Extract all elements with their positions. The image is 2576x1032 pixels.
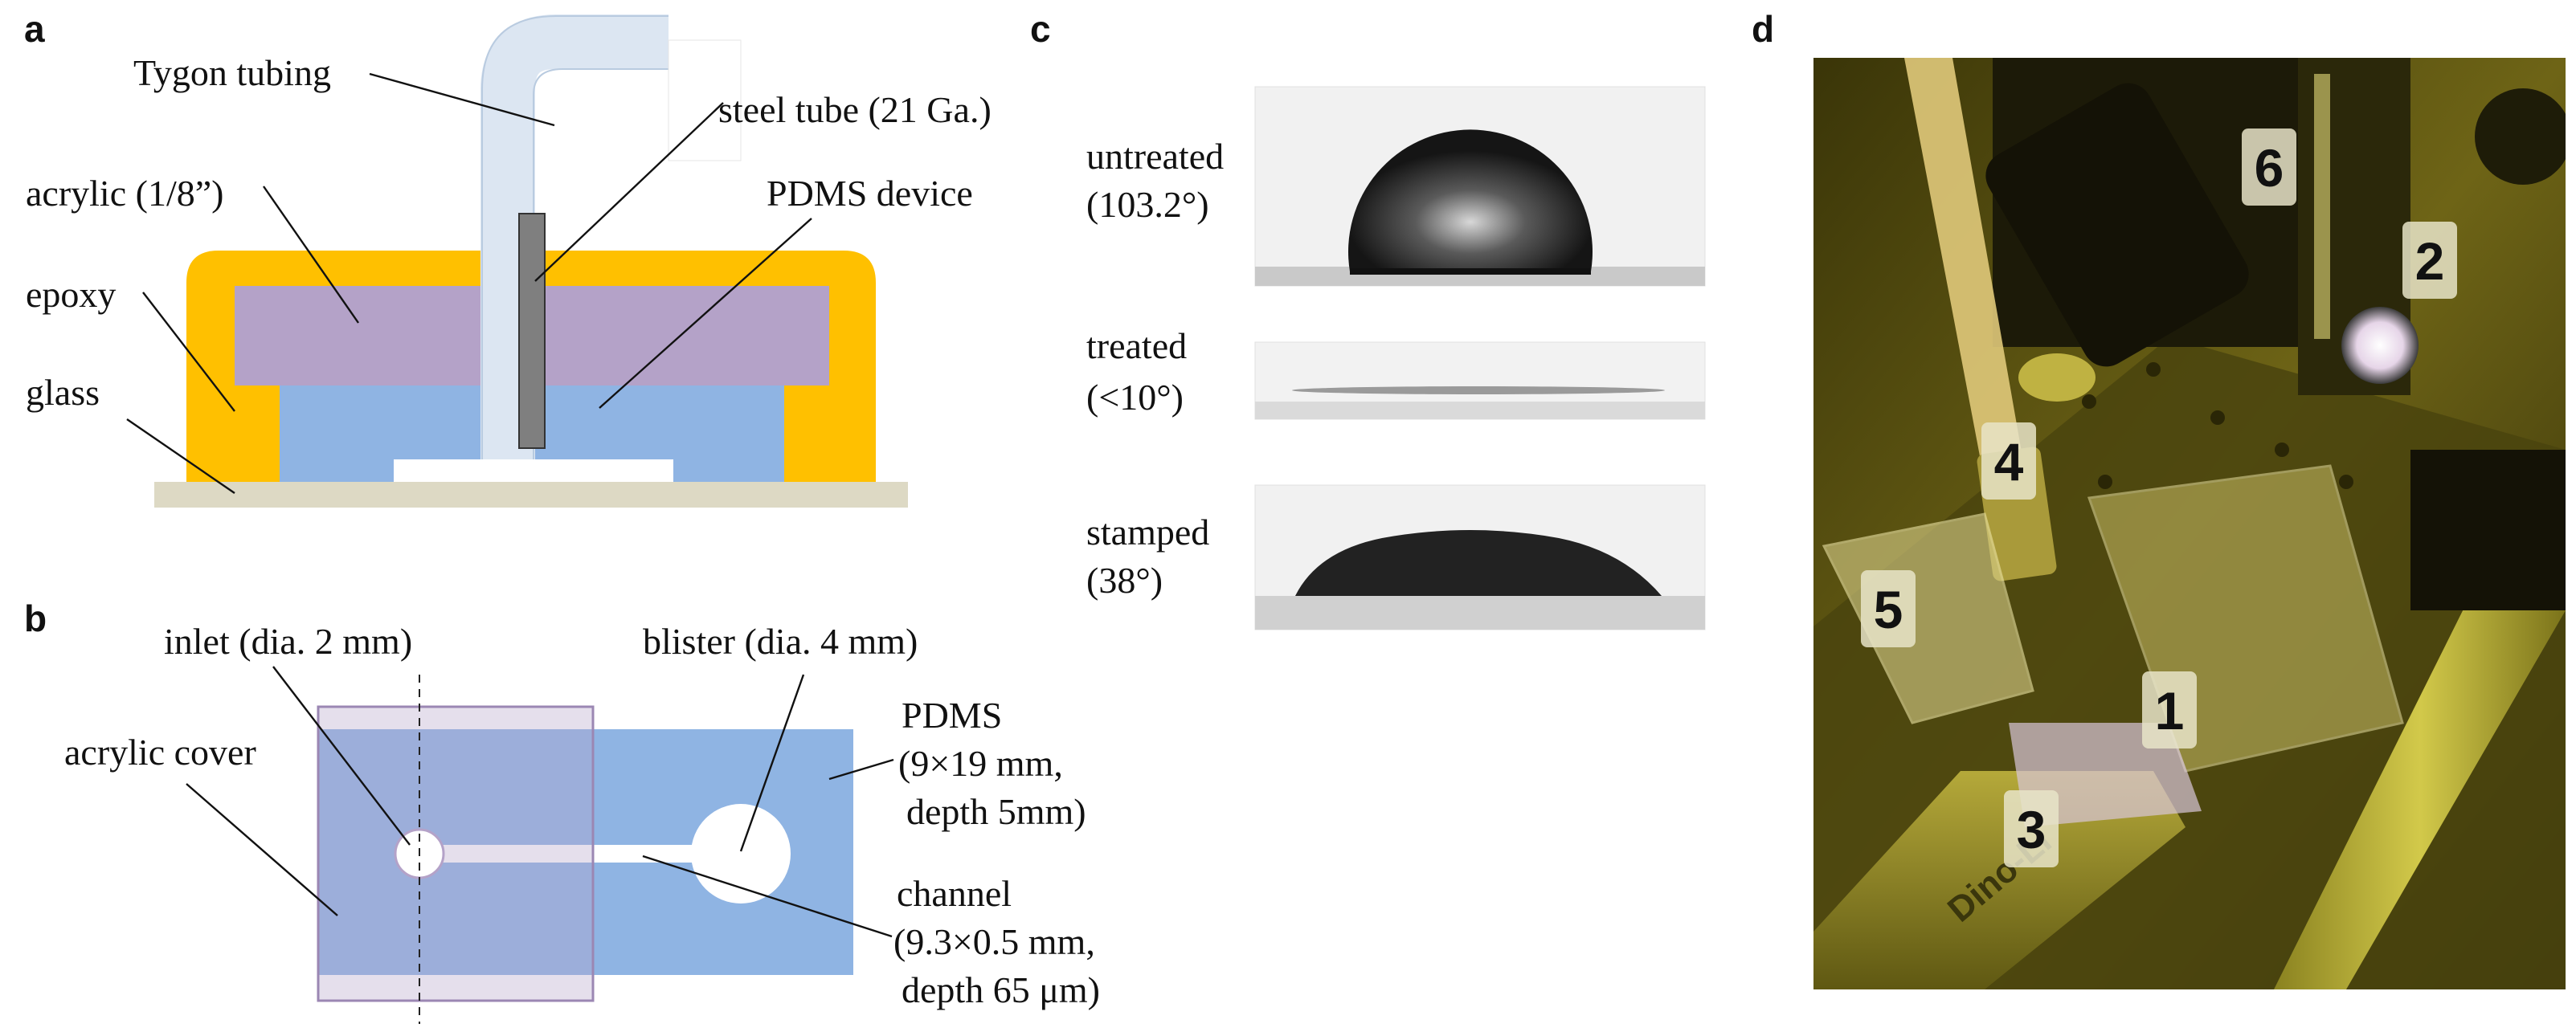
label-stamped-angle: (38°) [1086,560,1163,601]
label-channel-dims: (9.3×0.5 mm, [893,921,1095,962]
channel [419,845,741,863]
svg-text:6: 6 [2255,138,2284,198]
badge-5: 5 [1861,570,1916,647]
svg-text:2: 2 [2415,231,2445,291]
label-steel-tube: steel tube (21 Ga.) [718,89,992,130]
label-pdms-device: PDMS device [767,173,973,214]
panel-d-letter: d [1752,8,1774,50]
label-treated-angle: (<10°) [1086,377,1184,418]
leader-acrylic-cover [186,783,338,916]
label-pdms-depth: depth 5mm) [906,791,1086,832]
leader-acrylic [263,186,359,324]
badge-1: 1 [2142,671,2197,749]
badge-6: 6 [2242,128,2296,206]
svg-text:4: 4 [1994,432,2024,492]
leader-channel [642,855,893,938]
tygon-tubing [480,14,669,459]
label-acrylic-cover: acrylic cover [64,732,256,773]
panel-b: b inlet (dia. 2 mm) blister (dia. 4 mm) … [24,598,1100,1024]
label-stamped: stamped [1086,512,1209,553]
setup-photo: Dino-Li [1813,58,2566,989]
leader-pdms [599,218,812,409]
label-pdms-dims: (9×19 mm, [898,743,1063,784]
svg-text:3: 3 [2017,800,2046,859]
tygon-tubing-edge [481,15,669,459]
svg-text:5: 5 [1874,580,1903,639]
droplet-image-untreated [1254,86,1706,287]
droplet-image-stamped [1254,484,1706,630]
channel-void [394,459,673,482]
badge-4: 4 [1981,422,2036,500]
leader-tygon [369,72,555,127]
panel-b-letter: b [24,598,47,639]
label-acrylic: acrylic (1/8”) [26,173,223,214]
label-inlet: inlet (dia. 2 mm) [164,621,412,662]
label-pdms: PDMS [902,695,1002,736]
leader-steel [534,102,724,282]
panel-c-letter: c [1030,8,1051,50]
label-epoxy: epoxy [26,274,116,315]
label-treated: treated [1086,325,1187,366]
badge-2: 2 [2402,222,2457,299]
badge-3: 3 [2004,790,2059,867]
label-tygon-tubing: Tygon tubing [133,52,331,93]
leader-blister [739,674,805,852]
steel-tube [518,213,546,449]
tubing-end-box [668,39,742,161]
leader-pdms-b [828,758,894,781]
svg-text:1: 1 [2155,681,2185,740]
blister [691,804,791,904]
acrylic-cover [317,705,595,1002]
label-untreated-angle: (103.2°) [1086,184,1209,225]
panel-d: d [1752,8,2566,989]
label-untreated: untreated [1086,136,1224,177]
label-channel-depth: depth 65 μm) [902,969,1100,1010]
leader-inlet [272,666,411,846]
label-blister: blister (dia. 4 mm) [643,621,918,662]
panel-a-letter: a [24,8,45,50]
leader-glass [126,418,235,494]
label-channel: channel [897,873,1012,914]
label-glass: glass [26,372,100,413]
leader-epoxy [142,292,235,412]
droplet-image-treated [1254,341,1706,420]
panel-c: c untreated (103.2°) treated (<10°) stam… [1030,8,1706,630]
glass-layer [154,482,908,508]
panel-a: a Tygon tubing steel tube (21 Ga.) acryl… [24,8,992,508]
